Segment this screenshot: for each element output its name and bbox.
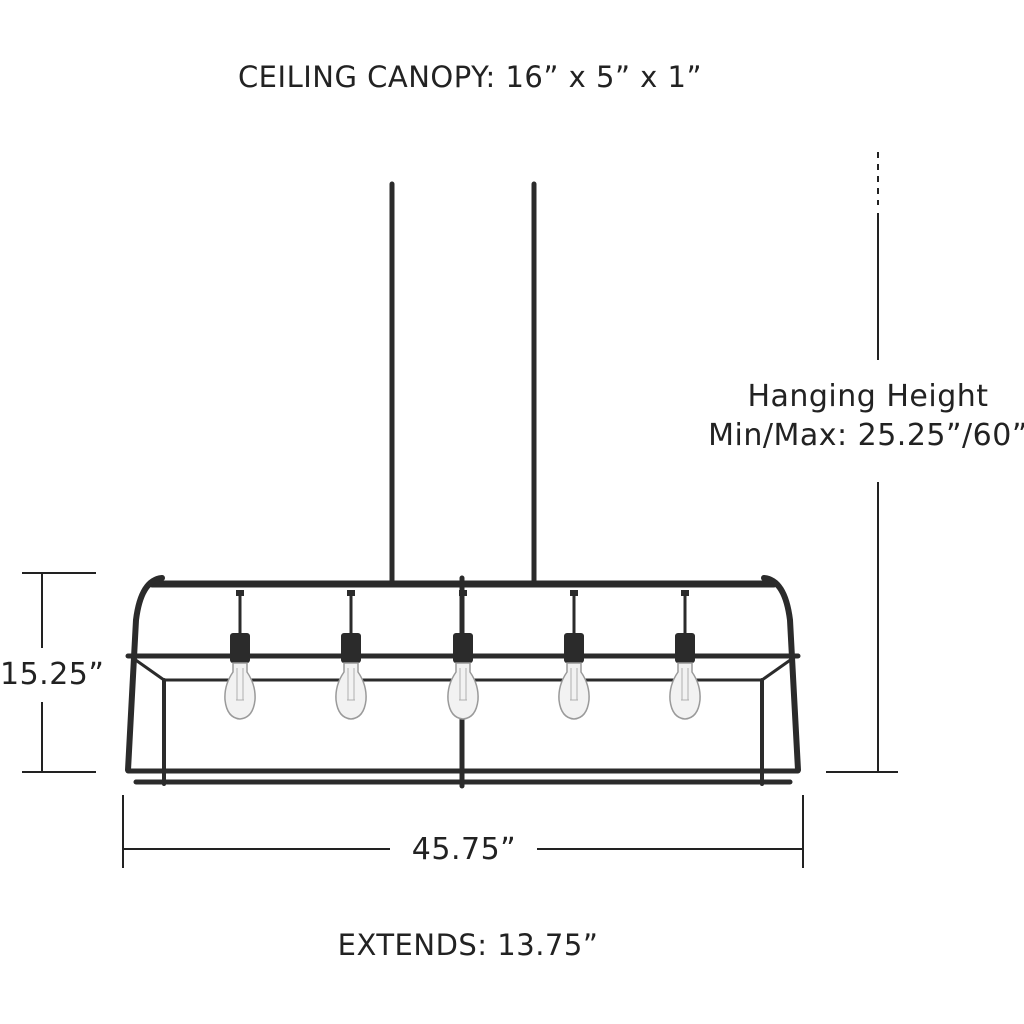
bulb-filament [347, 668, 355, 701]
bulb-group [224, 590, 701, 720]
bulb-socket [341, 633, 361, 663]
bulb-glass [335, 662, 367, 720]
fixture-width-dimension [122, 795, 804, 868]
bulb-socket [675, 633, 695, 663]
frame-right-arc [761, 575, 801, 773]
hanging-height-dimension [826, 152, 898, 773]
bulb-2 [335, 590, 367, 720]
bulb-4 [558, 590, 590, 720]
ceiling-canopy-label: CEILING CANOPY: 16” x 5” x 1” [237, 60, 703, 94]
extends-label: EXTENDS: 13.75” [337, 928, 599, 962]
bulb-filament [570, 668, 578, 701]
bulb-socket [453, 633, 473, 663]
fixture-width-label: 45.75” [411, 832, 517, 867]
bulb-1 [224, 590, 256, 720]
stem-cap [681, 590, 689, 596]
bulb-glass [224, 662, 256, 720]
frame-left-middle-brace [128, 654, 166, 682]
frame-left-arc [125, 575, 165, 773]
fixture-height-dimension [22, 572, 96, 773]
bulb-glass [447, 662, 479, 720]
fixture-height-label: 15.25” [0, 657, 105, 692]
frame-right-middle-brace [760, 654, 798, 682]
bulb-5 [669, 590, 701, 720]
hanging-height-label: Hanging Height Min/Max: 25.25”/60” [706, 377, 1024, 455]
bulb-glass [558, 662, 590, 720]
bulb-3 [447, 590, 479, 720]
bulb-filament [681, 668, 689, 701]
hanging-height-minmax: Min/Max: 25.25”/60” [708, 418, 1024, 453]
stem-cap [347, 590, 355, 596]
bulb-socket [230, 633, 250, 663]
bulb-filament [236, 668, 244, 701]
stem-cap [459, 590, 467, 596]
hanging-height-title: Hanging Height [747, 379, 989, 414]
bulb-glass [669, 662, 701, 720]
stem-cap [236, 590, 244, 596]
bulb-filament [459, 668, 467, 701]
stem-cap [570, 590, 578, 596]
bulb-socket [564, 633, 584, 663]
